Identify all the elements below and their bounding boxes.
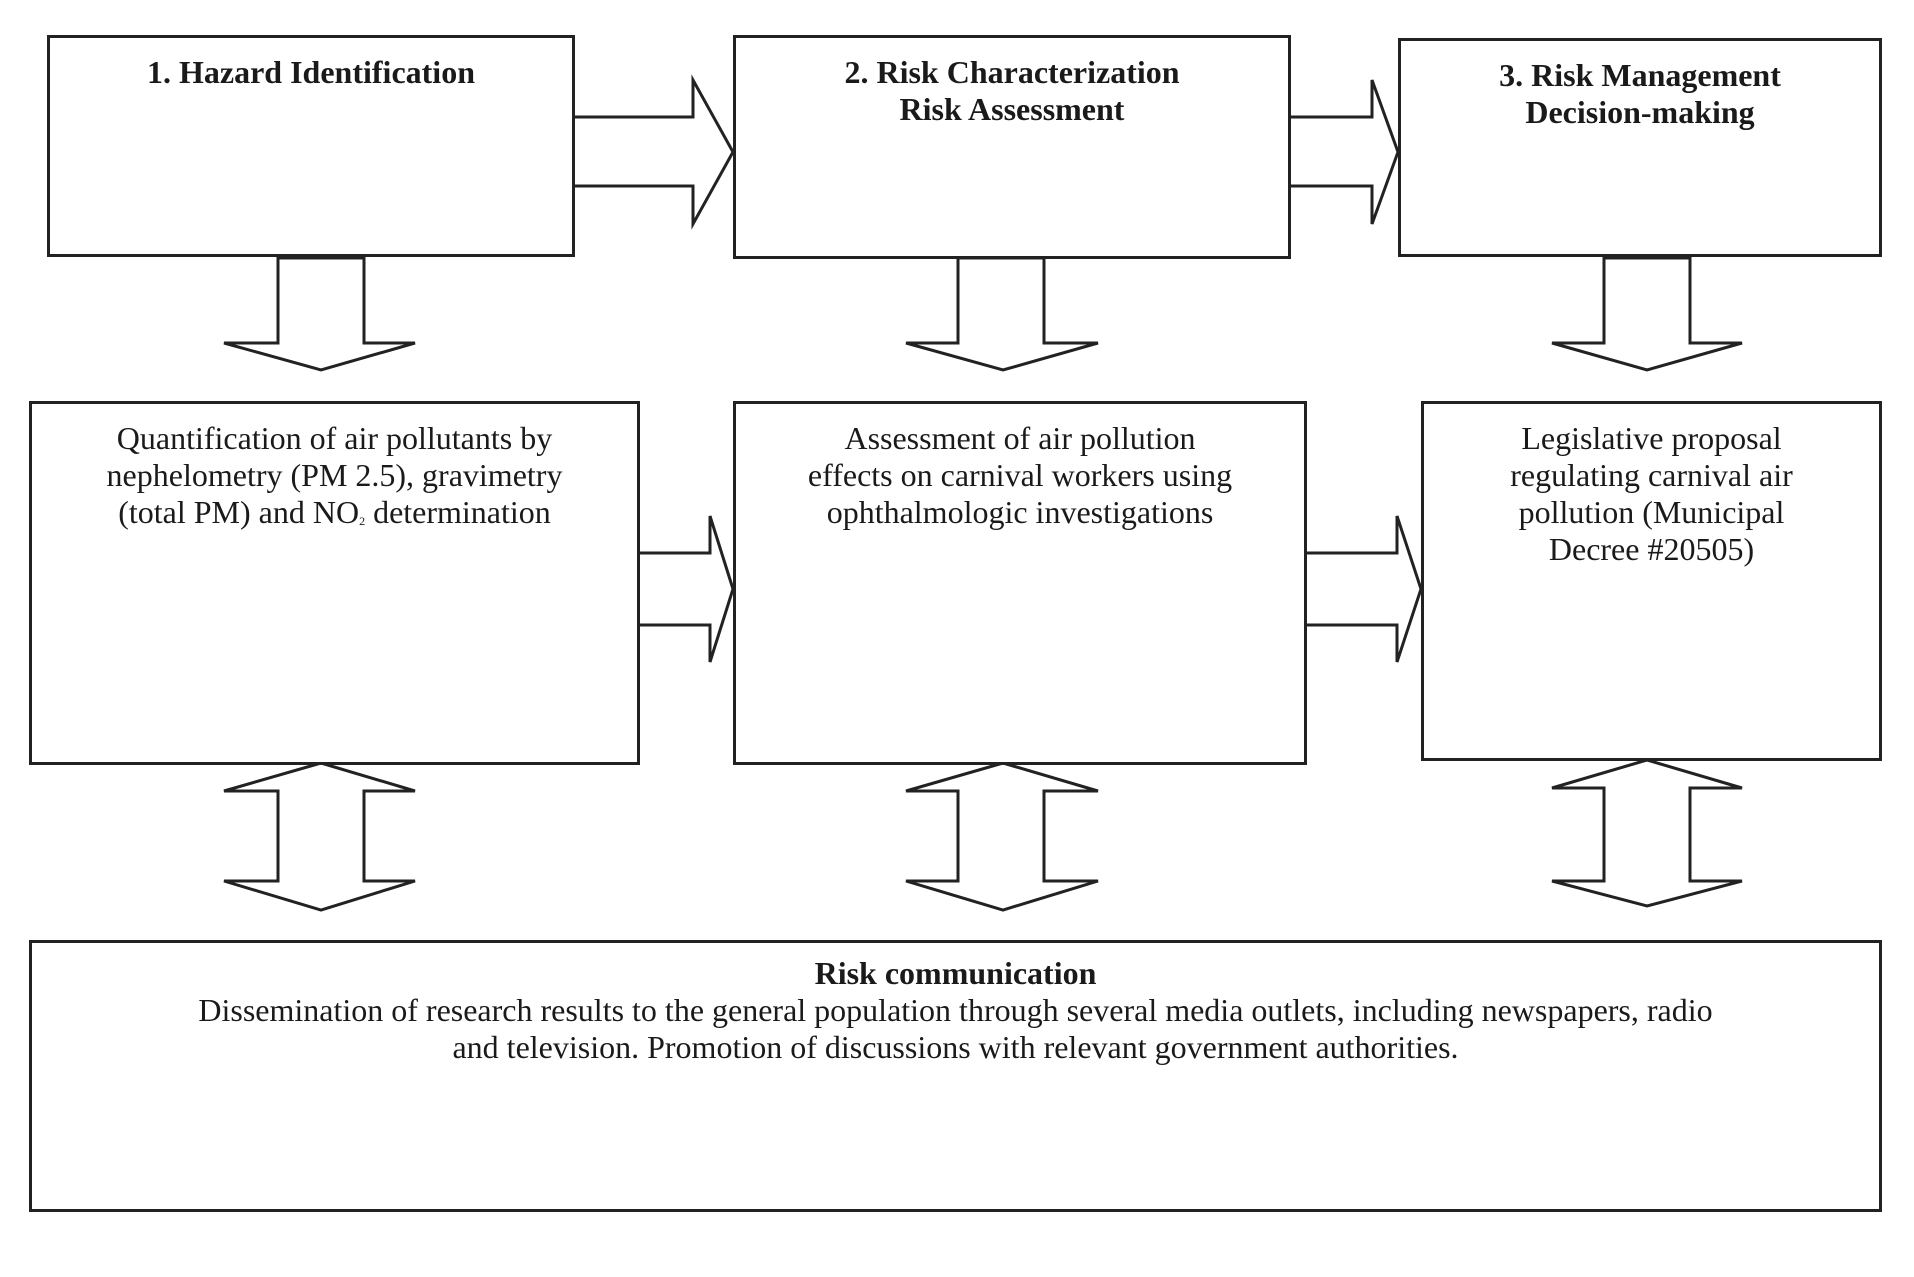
step-title: 3. Risk Management Decision-making (1401, 57, 1879, 131)
detail-line: Quantification of air pollutants by (116, 420, 553, 456)
arrow-right-characterization-to-management (1287, 79, 1400, 225)
arrow-down-hazard (223, 256, 416, 372)
arrow-updown-legislative (1551, 758, 1743, 908)
detail-text: Legislative proposal regulating carnival… (1424, 420, 1879, 568)
detail-line: pollution (Municipal (1518, 494, 1785, 530)
arrow-right-quantification-to-assessment (635, 515, 735, 663)
arrow-updown-quantification (223, 761, 416, 912)
communication-title: Risk communication (814, 955, 1097, 991)
step-title: 2. Risk Characterization Risk Assessment (736, 54, 1288, 128)
step-title-line: 1. Hazard Identification (147, 54, 475, 90)
communication-text: Dissemination of research results to the… (32, 992, 1879, 1066)
communication-line: Dissemination of research results to the… (198, 992, 1713, 1028)
detail-line: effects on carnival workers using (807, 457, 1233, 493)
communication-line: and television. Promotion of discussions… (452, 1029, 1459, 1065)
detail-box-legislative: Legislative proposal regulating carnival… (1421, 401, 1882, 761)
detail-line-part: (total PM) and NO (118, 494, 360, 530)
detail-line: Legislative proposal (1521, 420, 1782, 456)
detail-text: Quantification of air pollutants by neph… (32, 420, 637, 538)
step-box-hazard-identification: 1. Hazard Identification (47, 35, 575, 257)
detail-line: (total PM) and NO2 determination (32, 494, 637, 538)
detail-line: nephelometry (PM 2.5), gravimetry (106, 457, 563, 493)
arrow-down-management (1551, 256, 1743, 372)
step-title: 1. Hazard Identification (50, 54, 572, 91)
detail-line: Decree #20505) (1548, 531, 1755, 567)
step-box-risk-management: 3. Risk Management Decision-making (1398, 38, 1882, 257)
step-title-line: Decision-making (1525, 94, 1755, 130)
step-box-risk-characterization: 2. Risk Characterization Risk Assessment (733, 35, 1291, 259)
arrow-down-characterization (905, 256, 1099, 372)
detail-line-part: determination (365, 494, 551, 530)
detail-box-assessment: Assessment of air pollution effects on c… (733, 401, 1307, 765)
step-title-line: 3. Risk Management (1499, 57, 1781, 93)
detail-line: regulating carnival air (1510, 457, 1793, 493)
arrow-right-assessment-to-legislative (1303, 515, 1423, 663)
step-title-line: 2. Risk Characterization (844, 54, 1180, 90)
risk-communication-box: Risk communication Dissemination of rese… (29, 940, 1882, 1212)
step-title-line: Risk Assessment (899, 91, 1125, 127)
no2-subscript: 2 (359, 514, 366, 528)
detail-box-quantification: Quantification of air pollutants by neph… (29, 401, 640, 765)
arrow-right-hazard-to-characterization (571, 74, 735, 230)
detail-text: Assessment of air pollution effects on c… (736, 420, 1304, 531)
arrow-updown-assessment (905, 761, 1099, 912)
detail-line: Assessment of air pollution (844, 420, 1196, 456)
detail-line: ophthalmologic investigations (826, 494, 1214, 530)
